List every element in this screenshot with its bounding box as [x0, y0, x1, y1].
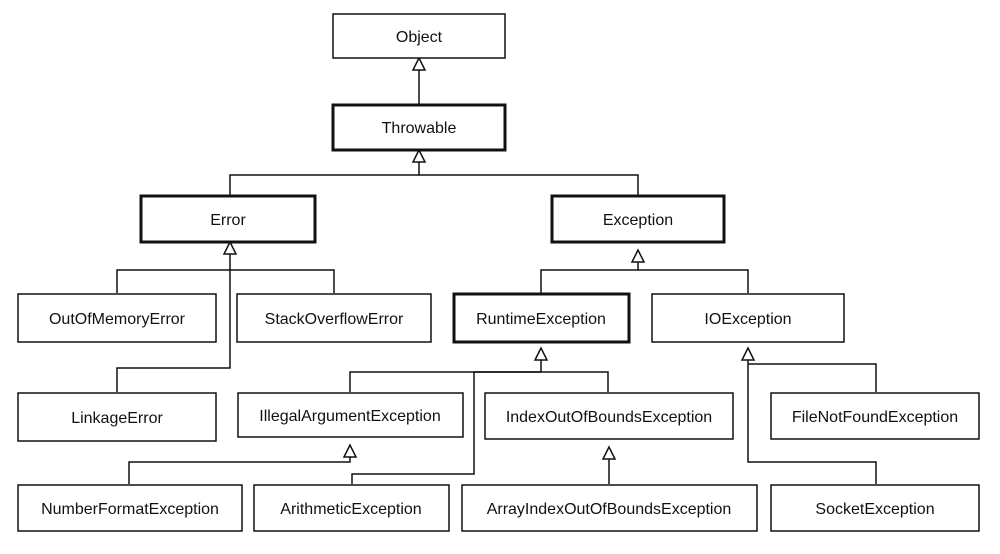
- node-label: ArrayIndexOutOfBoundsException: [487, 501, 732, 518]
- arrowhead-runtime-exception: [533, 346, 549, 361]
- edge-runtime-exception: [540, 269, 638, 293]
- node-illegal-argument-exception: IllegalArgumentException: [237, 392, 464, 438]
- arrowheads: [222, 56, 756, 460]
- connectors: [116, 70, 877, 484]
- edge-indexoutofbounds-runtime: [541, 371, 609, 392]
- edge-arithmetic-runtime: [351, 360, 542, 484]
- node-label: IndexOutOfBoundsException: [506, 409, 712, 426]
- node-label: LinkageError: [71, 410, 163, 427]
- edge-exception-throwable: [418, 162, 639, 195]
- node-array-index-out-of-bounds-exception: ArrayIndexOutOfBoundsException: [461, 484, 758, 532]
- node-label: SocketException: [815, 501, 934, 518]
- node-label: ArithmeticException: [280, 501, 421, 518]
- arrowhead-index-out-of-bounds: [601, 445, 617, 460]
- node-linkage-error: LinkageError: [17, 392, 217, 442]
- node-socket-exception: SocketException: [770, 484, 980, 532]
- arrowhead-illegal-argument: [342, 443, 358, 458]
- edge-filenotfound-io: [748, 363, 877, 392]
- node-label: IOException: [704, 311, 791, 328]
- node-label: Throwable: [382, 120, 457, 137]
- edge-socket-io: [747, 360, 877, 484]
- edge-error-throwable: [229, 174, 419, 195]
- node-object: Object: [332, 13, 506, 59]
- node-label: Error: [210, 212, 246, 229]
- edge-stackoverflow-error: [230, 269, 335, 293]
- node-io-exception: IOException: [651, 293, 845, 343]
- edge-outofmemory-error: [116, 269, 230, 293]
- node-runtime-exception: RuntimeException: [452, 292, 631, 344]
- arrowhead-error: [222, 240, 238, 255]
- arrowhead-throwable: [411, 148, 427, 163]
- edge-numberformat-illegalargument: [128, 457, 351, 484]
- node-label: OutOfMemoryError: [49, 311, 186, 328]
- node-stack-overflow-error: StackOverflowError: [236, 293, 432, 343]
- arrowhead-io-exception: [740, 346, 756, 361]
- node-number-format-exception: NumberFormatException: [17, 484, 243, 532]
- node-label: StackOverflowError: [265, 311, 404, 328]
- node-exception: Exception: [550, 194, 726, 244]
- node-label: NumberFormatException: [41, 501, 219, 518]
- node-arithmetic-exception: ArithmeticException: [253, 484, 450, 532]
- node-index-out-of-bounds-exception: IndexOutOfBoundsException: [484, 392, 734, 440]
- arrowhead-exception: [630, 248, 646, 263]
- node-label: FileNotFoundException: [792, 409, 958, 426]
- node-error: Error: [139, 194, 317, 244]
- node-out-of-memory-error: OutOfMemoryError: [17, 293, 217, 343]
- node-throwable: Throwable: [331, 103, 507, 152]
- arrowhead-object: [411, 56, 427, 71]
- node-file-not-found-exception: FileNotFoundException: [770, 392, 980, 440]
- edge-io-exception: [637, 262, 749, 293]
- edge-illegalargument-runtime: [349, 371, 541, 392]
- edge-linkage-error: [116, 254, 231, 392]
- node-label: Object: [396, 29, 443, 46]
- node-label: RuntimeException: [476, 311, 606, 328]
- node-label: IllegalArgumentException: [259, 408, 440, 425]
- node-label: Exception: [603, 212, 673, 229]
